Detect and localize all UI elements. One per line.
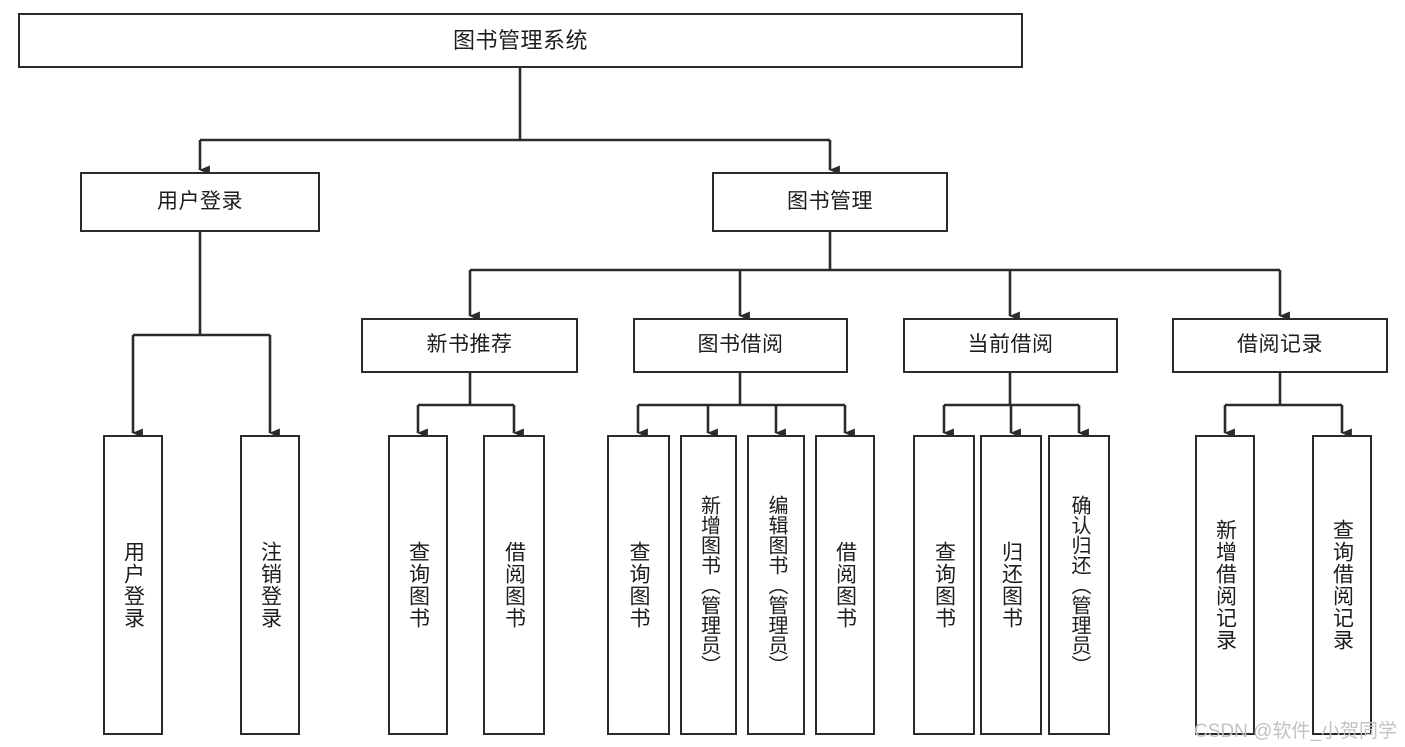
node-root[interactable]: 图书管理系统 bbox=[18, 13, 1023, 68]
node-label-leaf-edit-book: 编辑图书（管理员） bbox=[765, 495, 787, 675]
node-book-management[interactable]: 图书管理 bbox=[712, 172, 948, 232]
node-leaf-add-book[interactable]: 新增图书（管理员） bbox=[680, 435, 737, 735]
node-label-leaf-query-book-1: 查询图书 bbox=[406, 541, 430, 629]
node-leaf-query-record[interactable]: 查询借阅记录 bbox=[1312, 435, 1372, 735]
node-label-book-management: 图书管理 bbox=[787, 189, 873, 213]
node-label-leaf-add-record: 新增借阅记录 bbox=[1213, 519, 1237, 651]
node-leaf-borrow-book-1[interactable]: 借阅图书 bbox=[483, 435, 545, 735]
node-book-borrow[interactable]: 图书借阅 bbox=[633, 318, 848, 373]
node-label-leaf-return-book: 归还图书 bbox=[999, 541, 1023, 629]
node-label-leaf-borrow-book-1: 借阅图书 bbox=[502, 541, 526, 629]
node-label-current-borrow: 当前借阅 bbox=[967, 333, 1054, 357]
node-leaf-add-record[interactable]: 新增借阅记录 bbox=[1195, 435, 1255, 735]
node-leaf-edit-book[interactable]: 编辑图书（管理员） bbox=[747, 435, 805, 735]
node-leaf-query-book-3[interactable]: 查询图书 bbox=[913, 435, 975, 735]
node-label-leaf-query-record: 查询借阅记录 bbox=[1330, 519, 1354, 651]
node-leaf-borrow-book-2[interactable]: 借阅图书 bbox=[815, 435, 875, 735]
node-label-user-login: 用户登录 bbox=[157, 189, 243, 213]
node-label-leaf-add-book: 新增图书（管理员） bbox=[697, 495, 720, 675]
node-current-borrow[interactable]: 当前借阅 bbox=[903, 318, 1118, 373]
node-borrow-record[interactable]: 借阅记录 bbox=[1172, 318, 1388, 373]
csdn-watermark: CSDN @软件_小贺同学 bbox=[1194, 721, 1397, 742]
node-leaf-query-book-1[interactable]: 查询图书 bbox=[388, 435, 448, 735]
node-leaf-return-book[interactable]: 归还图书 bbox=[980, 435, 1042, 735]
node-label-leaf-borrow-book-2: 借阅图书 bbox=[833, 541, 857, 629]
node-label-book-borrow: 图书借阅 bbox=[697, 333, 784, 357]
node-leaf-logout[interactable]: 注销登录 bbox=[240, 435, 300, 735]
node-label-leaf-logout: 注销登录 bbox=[258, 541, 282, 629]
node-label-leaf-confirm-return: 确认归还（管理员） bbox=[1068, 495, 1090, 675]
node-label-leaf-query-book-3: 查询图书 bbox=[932, 541, 956, 629]
node-label-new-book-recommend: 新书推荐 bbox=[426, 333, 513, 357]
node-label-root: 图书管理系统 bbox=[452, 27, 588, 53]
node-new-book-recommend[interactable]: 新书推荐 bbox=[361, 318, 578, 373]
node-label-leaf-query-book-2: 查询图书 bbox=[627, 541, 650, 629]
node-label-leaf-user-login: 用户登录 bbox=[121, 541, 145, 629]
node-label-borrow-record: 借阅记录 bbox=[1237, 333, 1323, 357]
node-leaf-user-login[interactable]: 用户登录 bbox=[103, 435, 163, 735]
node-leaf-confirm-return[interactable]: 确认归还（管理员） bbox=[1048, 435, 1110, 735]
node-leaf-query-book-2[interactable]: 查询图书 bbox=[607, 435, 670, 735]
node-user-login[interactable]: 用户登录 bbox=[80, 172, 320, 232]
